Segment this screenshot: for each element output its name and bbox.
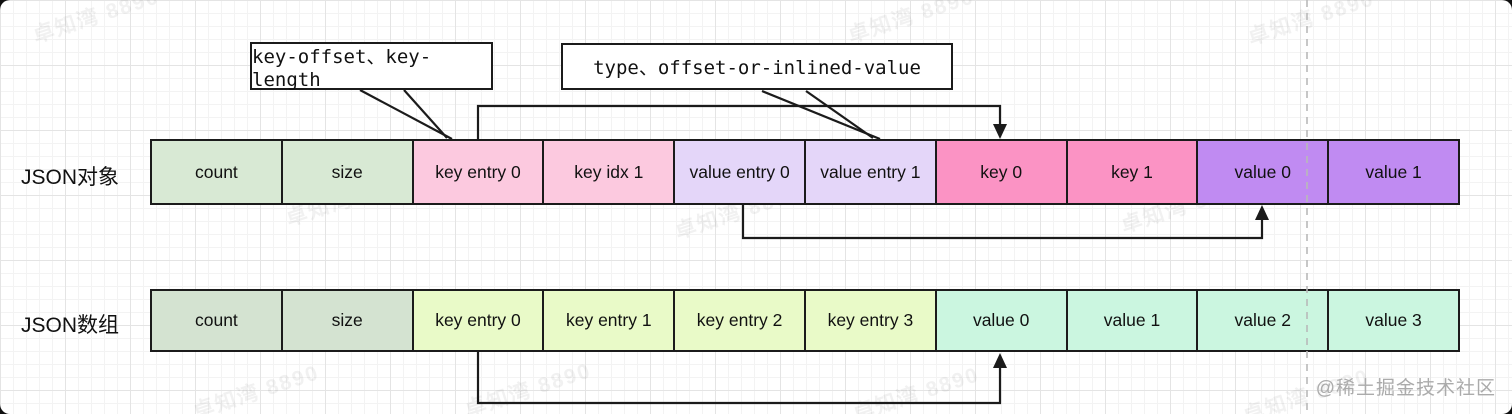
- row-label-json-object: JSON对象: [20, 166, 119, 189]
- memory-cell-size: size: [280, 291, 412, 350]
- callout-key-entry: key-offset、key-length: [250, 42, 493, 91]
- memory-cell-key-entry-0: key entry 0: [411, 291, 543, 350]
- row-label-json-array: JSON数组: [20, 314, 119, 337]
- arrowhead-up-icon: [1255, 205, 1269, 220]
- watermark-tile: 卓知湾 8890: [1245, 0, 1378, 50]
- memory-cell-value-entry-1: value entry 1: [803, 141, 935, 203]
- memory-cell-key-0: key 0: [934, 141, 1066, 203]
- memory-cell-value-2: value 2: [1196, 291, 1328, 350]
- memory-cell-key-entry-3: key entry 3: [803, 291, 935, 350]
- memory-cell-value-entry-0: value entry 0: [673, 141, 804, 203]
- watermark-tile: 卓知湾 8890: [190, 361, 323, 414]
- memory-cell-value-3: value 3: [1327, 291, 1458, 350]
- memory-cell-value-1: value 1: [1327, 141, 1458, 203]
- memory-cell-count: count: [152, 141, 281, 203]
- memory-cell-value-0: value 0: [1196, 141, 1328, 203]
- memory-cell-key-entry-2: key entry 2: [673, 291, 804, 350]
- watermark-tile: 卓知湾 8890: [850, 363, 983, 414]
- callout-value-entry-label: type、offset-or-inlined-value: [593, 57, 921, 79]
- watermark-tile: 卓知湾 8890: [30, 0, 163, 48]
- watermark-credit: @稀土掘金技术社区: [1315, 378, 1496, 399]
- arrow-keyentry-to-key: [476, 104, 1002, 139]
- callout-value-tail-line: [761, 89, 881, 141]
- callout-key-tail-line: [359, 89, 453, 140]
- watermark-tile: 卓知湾 8890: [462, 359, 595, 414]
- memory-cell-value-0: value 0: [934, 291, 1066, 350]
- memory-cell-value-1: value 1: [1065, 291, 1197, 350]
- memory-cell-key-entry-0: key entry 0: [411, 141, 543, 203]
- arrow-arrayentry-to-value: [476, 352, 1002, 405]
- arrow-valueentry-to-value: [741, 205, 1264, 240]
- callout-value-entry: type、offset-or-inlined-value: [561, 43, 953, 90]
- callout-value-tail-line: [805, 90, 874, 139]
- arrowhead-up-icon: [993, 353, 1007, 368]
- memory-cell-size: size: [280, 141, 412, 203]
- memory-cell-key-entry-1: key entry 1: [542, 291, 674, 350]
- callout-key-entry-label: key-offset、key-length: [252, 45, 432, 91]
- memory-cell-key-1: key 1: [1065, 141, 1197, 203]
- arrowhead-down-icon: [993, 124, 1007, 139]
- memory-cell-key-idx-1: key idx 1: [542, 141, 674, 203]
- callout-key-tail-line: [403, 89, 448, 139]
- memory-cell-count: count: [152, 291, 281, 350]
